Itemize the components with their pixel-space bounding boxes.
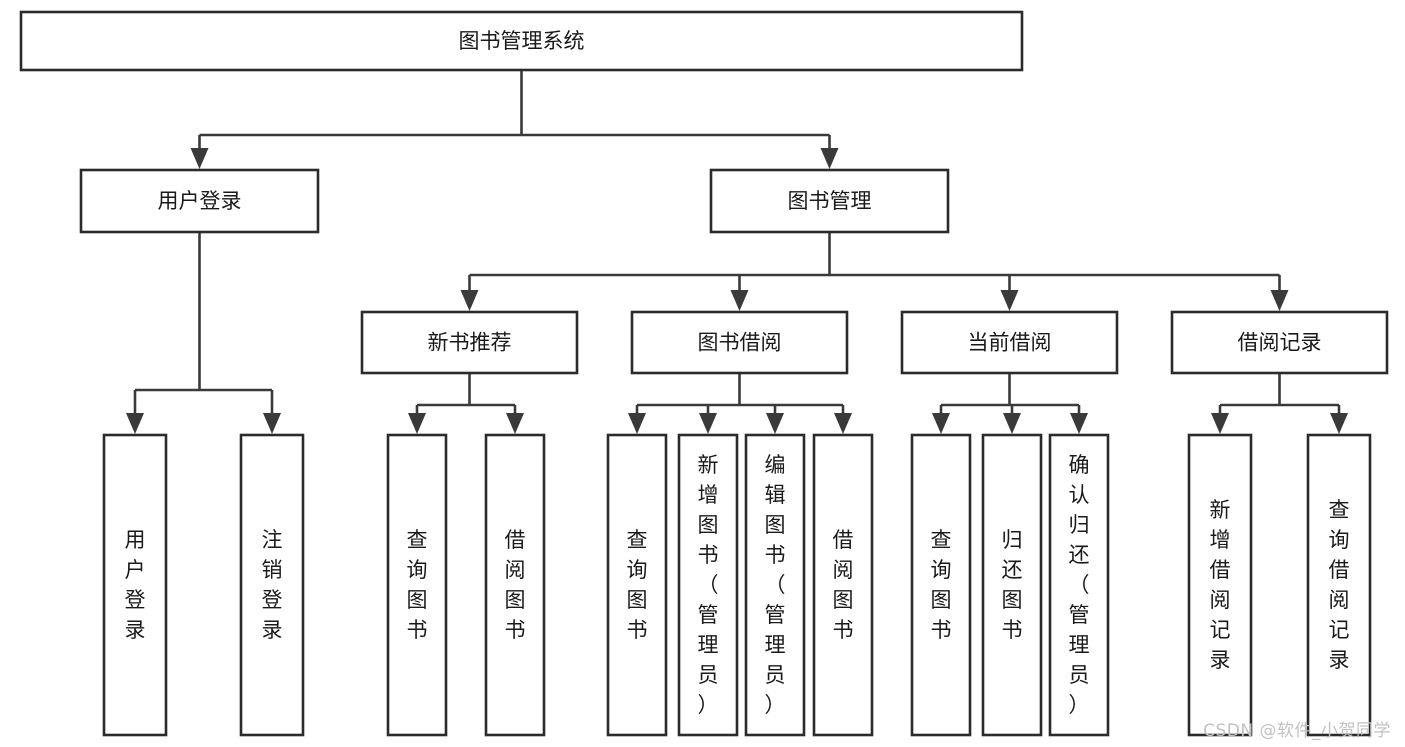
node-label: 当前借阅 [968,331,1052,355]
arrow-head-icon [932,413,950,434]
node-label: 确认归还（管理员） [1069,453,1090,717]
node-box[interactable] [900,310,1119,375]
nodes-layer: 图书管理系统用户登录图书管理新书推荐图书借阅当前借阅借阅记录用户登录注销登录查询… [19,10,1389,737]
connector-group [126,232,281,434]
node-label: 借阅图书 [505,528,526,642]
node-l3_0[interactable]: 新书推荐 [360,310,579,375]
node-label: 图书管理系统 [459,29,585,53]
node-leaf_10[interactable]: 确认归还（管理员） [1048,433,1110,737]
arrow-head-icon [834,413,852,434]
node-root[interactable]: 图书管理系统 [19,10,1024,72]
node-box[interactable] [709,168,950,234]
node-box[interactable] [19,10,1024,72]
node-label: 新增借阅记录 [1210,498,1231,672]
node-box[interactable] [1048,433,1110,737]
arrow-head-icon [1070,413,1088,434]
node-l3_2[interactable]: 当前借阅 [900,310,1119,375]
node-label: 新书推荐 [428,331,512,355]
node-box[interactable] [677,433,739,737]
node-label: 用户登录 [158,189,242,213]
arrow-head-icon [1003,413,1021,434]
arrow-head-icon [126,413,144,434]
arrow-head-icon [408,413,426,434]
node-l3_3[interactable]: 借阅记录 [1170,310,1389,375]
arrow-head-icon [263,413,281,434]
arrow-head-icon [1330,413,1348,434]
node-label: 查询图书 [407,528,428,642]
arrow-head-icon [730,290,749,311]
node-l2_0[interactable]: 用户登录 [79,168,320,234]
node-box[interactable] [484,433,546,737]
arrow-head-icon [1211,413,1229,434]
connectors-layer [126,70,1348,434]
node-leaf_6[interactable]: 编辑图书（管理员） [744,433,806,737]
node-box[interactable] [102,433,168,737]
arrow-head-icon [699,413,717,434]
node-label: 查询图书 [627,528,648,642]
arrow-head-icon [1270,290,1289,311]
node-box[interactable] [812,433,874,737]
node-box[interactable] [239,433,305,737]
node-leaf_5[interactable]: 新增图书（管理员） [677,433,739,737]
arrow-head-icon [820,148,839,169]
node-label: 借阅图书 [833,528,854,642]
node-leaf_9[interactable]: 归还图书 [981,433,1043,737]
node-box[interactable] [79,168,320,234]
node-box[interactable] [1187,433,1253,737]
arrow-head-icon [1000,290,1019,311]
node-label: 图书借阅 [698,331,782,355]
node-l2_1[interactable]: 图书管理 [709,168,950,234]
node-label: 借阅记录 [1238,331,1322,355]
arrow-head-icon [766,413,784,434]
node-label: 查询借阅记录 [1329,498,1350,672]
node-leaf_0[interactable]: 用户登录 [102,433,168,737]
node-leaf_3[interactable]: 借阅图书 [484,433,546,737]
node-label: 查询图书 [931,528,952,642]
node-box[interactable] [1306,433,1372,737]
arrow-head-icon [628,413,646,434]
csdn-watermark: CSDN @软件_小贺同学 [1203,721,1391,741]
node-box[interactable] [981,433,1043,737]
node-leaf_4[interactable]: 查询图书 [606,433,668,737]
connector-group [1211,373,1348,434]
arrow-head-icon [506,413,524,434]
connector-group [190,70,839,169]
node-label: 归还图书 [1002,528,1023,642]
node-leaf_11[interactable]: 新增借阅记录 [1187,433,1253,737]
node-leaf_1[interactable]: 注销登录 [239,433,305,737]
node-label: 编辑图书（管理员） [765,453,786,717]
node-box[interactable] [360,310,579,375]
arrow-head-icon [190,148,209,169]
node-leaf_8[interactable]: 查询图书 [910,433,972,737]
node-label: 新增图书（管理员） [698,453,719,717]
node-leaf_2[interactable]: 查询图书 [386,433,448,737]
connector-group [460,232,1289,311]
connector-group [932,373,1088,434]
connector-group [408,373,524,434]
node-leaf_7[interactable]: 借阅图书 [812,433,874,737]
node-label: 注销登录 [262,528,283,642]
node-box[interactable] [606,433,668,737]
arrow-head-icon [460,290,479,311]
node-leaf_12[interactable]: 查询借阅记录 [1306,433,1372,737]
node-box[interactable] [630,310,849,375]
node-label: 图书管理 [788,189,872,213]
node-box[interactable] [386,433,448,737]
node-box[interactable] [910,433,972,737]
connector-group [628,373,852,434]
node-box[interactable] [744,433,806,737]
node-box[interactable] [1170,310,1389,375]
node-label: 用户登录 [125,528,146,642]
node-l3_1[interactable]: 图书借阅 [630,310,849,375]
